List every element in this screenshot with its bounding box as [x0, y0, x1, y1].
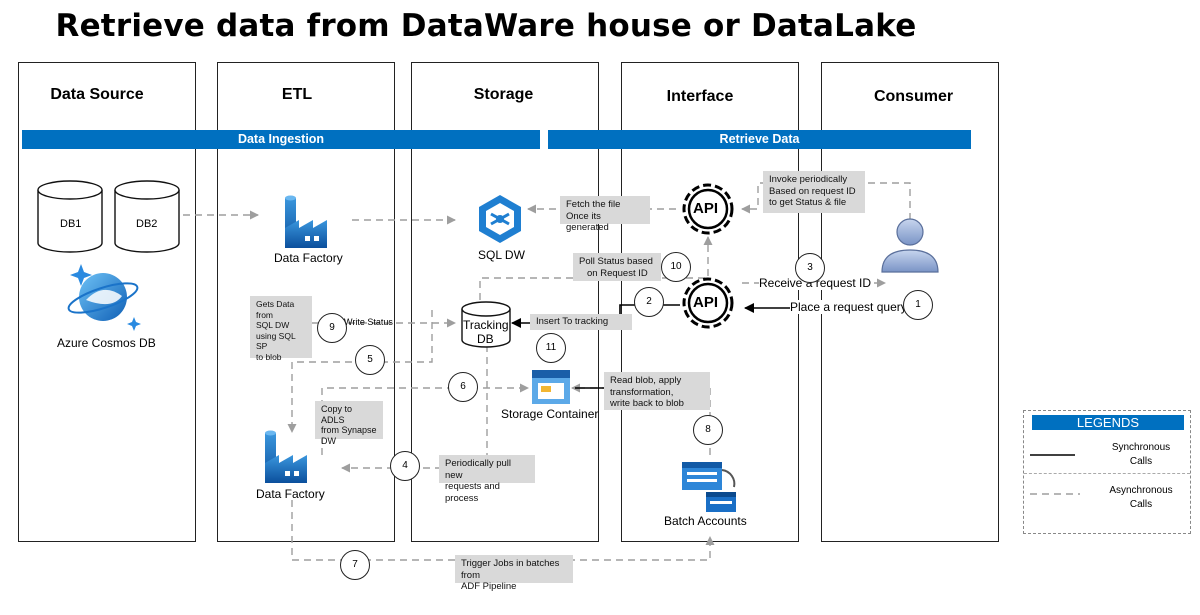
api-bottom-gear-icon — [682, 277, 734, 329]
tracking-db-label-line1: Tracking — [463, 318, 509, 332]
step-3-badge: 3 — [795, 253, 825, 283]
band-retrieve-data: Retrieve Data — [548, 130, 971, 149]
page-title: Retrieve data from DataWare house or Dat… — [55, 8, 917, 44]
arrow-invoke-periodically — [741, 182, 911, 220]
step-8-badge: 8 — [693, 415, 723, 445]
data-factory-bottom-icon — [265, 430, 307, 483]
db2-label: DB2 — [136, 218, 158, 230]
cosmos-db-label: Azure Cosmos DB — [57, 336, 156, 350]
legend-title: LEGENDS — [1032, 415, 1184, 430]
column-title-interface: Interface — [666, 88, 734, 105]
step-6-badge: 6 — [448, 372, 478, 402]
label-place-request: Place a request query — [790, 300, 907, 314]
step-11-badge: 11 — [536, 333, 566, 363]
api-top-label: API — [693, 200, 719, 217]
step-10-badge: 10 — [661, 252, 691, 282]
label-write-status: Write Status — [344, 317, 393, 327]
data-factory-top-label: Data Factory — [274, 251, 343, 265]
api-bottom-label: API — [693, 294, 719, 311]
db1-icon — [37, 180, 103, 253]
sql-dw-label: SQL DW — [478, 248, 525, 262]
column-storage — [411, 62, 599, 542]
band-data-ingestion: Data Ingestion — [22, 130, 540, 149]
column-data-source — [18, 62, 196, 542]
sql-dw-icon — [479, 195, 521, 243]
column-etl — [217, 62, 395, 542]
column-title-consumer: Consumer — [873, 88, 954, 105]
column-title-storage: Storage — [473, 86, 534, 103]
tracking-db-label-line2: DB — [477, 332, 494, 346]
tracking-db-icon — [461, 301, 511, 348]
legend-divider — [1024, 473, 1190, 474]
column-title-data-source: Data Source — [50, 86, 144, 103]
api-top-gear-icon — [682, 183, 734, 235]
step-7-badge: 7 — [340, 550, 370, 580]
storage-container-icon — [532, 370, 570, 404]
step-9-badge: 9 — [317, 313, 347, 343]
batch-accounts-label: Batch Accounts — [664, 514, 747, 528]
db1-label: DB1 — [60, 218, 82, 230]
cosmos-db-icon — [67, 264, 141, 331]
data-factory-bottom-label: Data Factory — [256, 487, 325, 501]
data-factory-icon — [285, 195, 327, 248]
note-insert-tracking: Insert To tracking — [530, 314, 632, 330]
step-1-badge: 1 — [903, 290, 933, 320]
step-2-badge: 2 — [634, 287, 664, 317]
db2-icon — [114, 180, 180, 253]
label-receive-request-id: Receive a request ID — [759, 276, 872, 290]
consumer-person-icon — [881, 218, 939, 273]
step-4-badge: 4 — [390, 451, 420, 481]
step-5-badge: 5 — [355, 345, 385, 375]
column-title-etl: ETL — [281, 86, 313, 103]
storage-container-label: Storage Container — [501, 407, 599, 421]
batch-accounts-icon — [682, 462, 736, 512]
